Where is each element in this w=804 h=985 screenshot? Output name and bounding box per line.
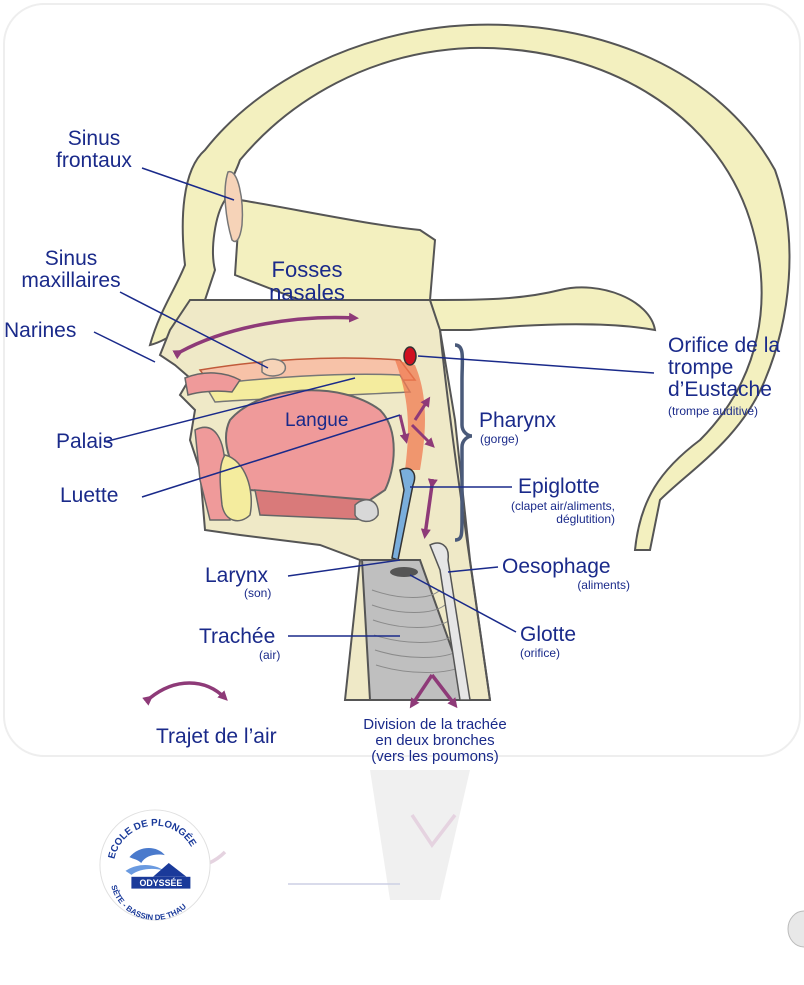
label-sinus-maxillaires: Sinus maxillaires xyxy=(4,248,138,292)
label-division-line2: en deux bronches xyxy=(330,733,540,749)
label-oesophage-sub: (aliments) xyxy=(520,579,630,592)
label-epiglotte-sub-line2: déglutition) xyxy=(475,513,615,526)
label-epiglotte-sub: (clapet air/aliments, déglutition) xyxy=(475,500,615,525)
eustachian-orifice xyxy=(404,347,416,365)
label-sinus-frontaux: Sinus frontaux xyxy=(46,128,142,172)
label-fosses-nasales-line2: nasales xyxy=(262,281,352,304)
label-division-trachee: Division de la trachée en deux bronches … xyxy=(330,717,540,764)
label-orifice-line2: trompe xyxy=(668,357,780,379)
label-narines: Narines xyxy=(4,320,76,342)
label-orifice-trompe: Orifice de la trompe d’Eustache xyxy=(668,335,780,401)
label-trachee-sub: (air) xyxy=(259,649,280,662)
label-sinus-frontaux-line1: Sinus xyxy=(46,128,142,150)
label-orifice-trompe-sub: (trompe auditive) xyxy=(668,405,758,418)
label-sinus-frontaux-line2: frontaux xyxy=(46,150,142,172)
hyoid xyxy=(355,500,378,522)
label-glotte-sub: (orifice) xyxy=(520,647,560,660)
label-orifice-line3: d’Eustache xyxy=(668,379,780,401)
label-sinus-maxillaires-line1: Sinus xyxy=(4,248,138,270)
tongue xyxy=(226,390,394,500)
upper-lip xyxy=(185,373,240,395)
label-pharynx: Pharynx xyxy=(479,410,556,432)
logo-name: ODYSSÉE xyxy=(140,878,183,888)
label-epiglotte: Epiglotte xyxy=(518,476,600,498)
label-trachee: Trachée xyxy=(199,626,275,648)
label-glotte: Glotte xyxy=(520,624,576,646)
glottis xyxy=(390,567,418,577)
label-palais: Palais xyxy=(56,431,113,453)
label-oesophage: Oesophage xyxy=(502,556,611,578)
label-fosses-nasales: Fosses nasales xyxy=(262,258,352,304)
reflection-trachea xyxy=(370,770,470,900)
label-pharynx-sub: (gorge) xyxy=(480,433,519,446)
legend-trajet-air: Trajet de l’air xyxy=(156,726,277,748)
ecole-plongee-logo: ECOLE DE PLONGÉE ODYSSÉE SÈTE - BASSIN D… xyxy=(96,806,214,924)
bubble-shape xyxy=(788,911,804,947)
label-orifice-line1: Orifice de la xyxy=(668,335,780,357)
label-sinus-maxillaires-line2: maxillaires xyxy=(4,270,138,292)
label-division-line1: Division de la trachée xyxy=(330,717,540,733)
corner-bubble xyxy=(786,910,804,948)
label-fosses-nasales-line1: Fosses xyxy=(262,258,352,281)
label-larynx: Larynx xyxy=(205,565,268,587)
label-epiglotte-sub-line1: (clapet air/aliments, xyxy=(475,500,615,513)
label-langue: Langue xyxy=(285,411,348,431)
label-larynx-sub: (son) xyxy=(244,587,271,600)
label-luette: Luette xyxy=(60,485,118,507)
